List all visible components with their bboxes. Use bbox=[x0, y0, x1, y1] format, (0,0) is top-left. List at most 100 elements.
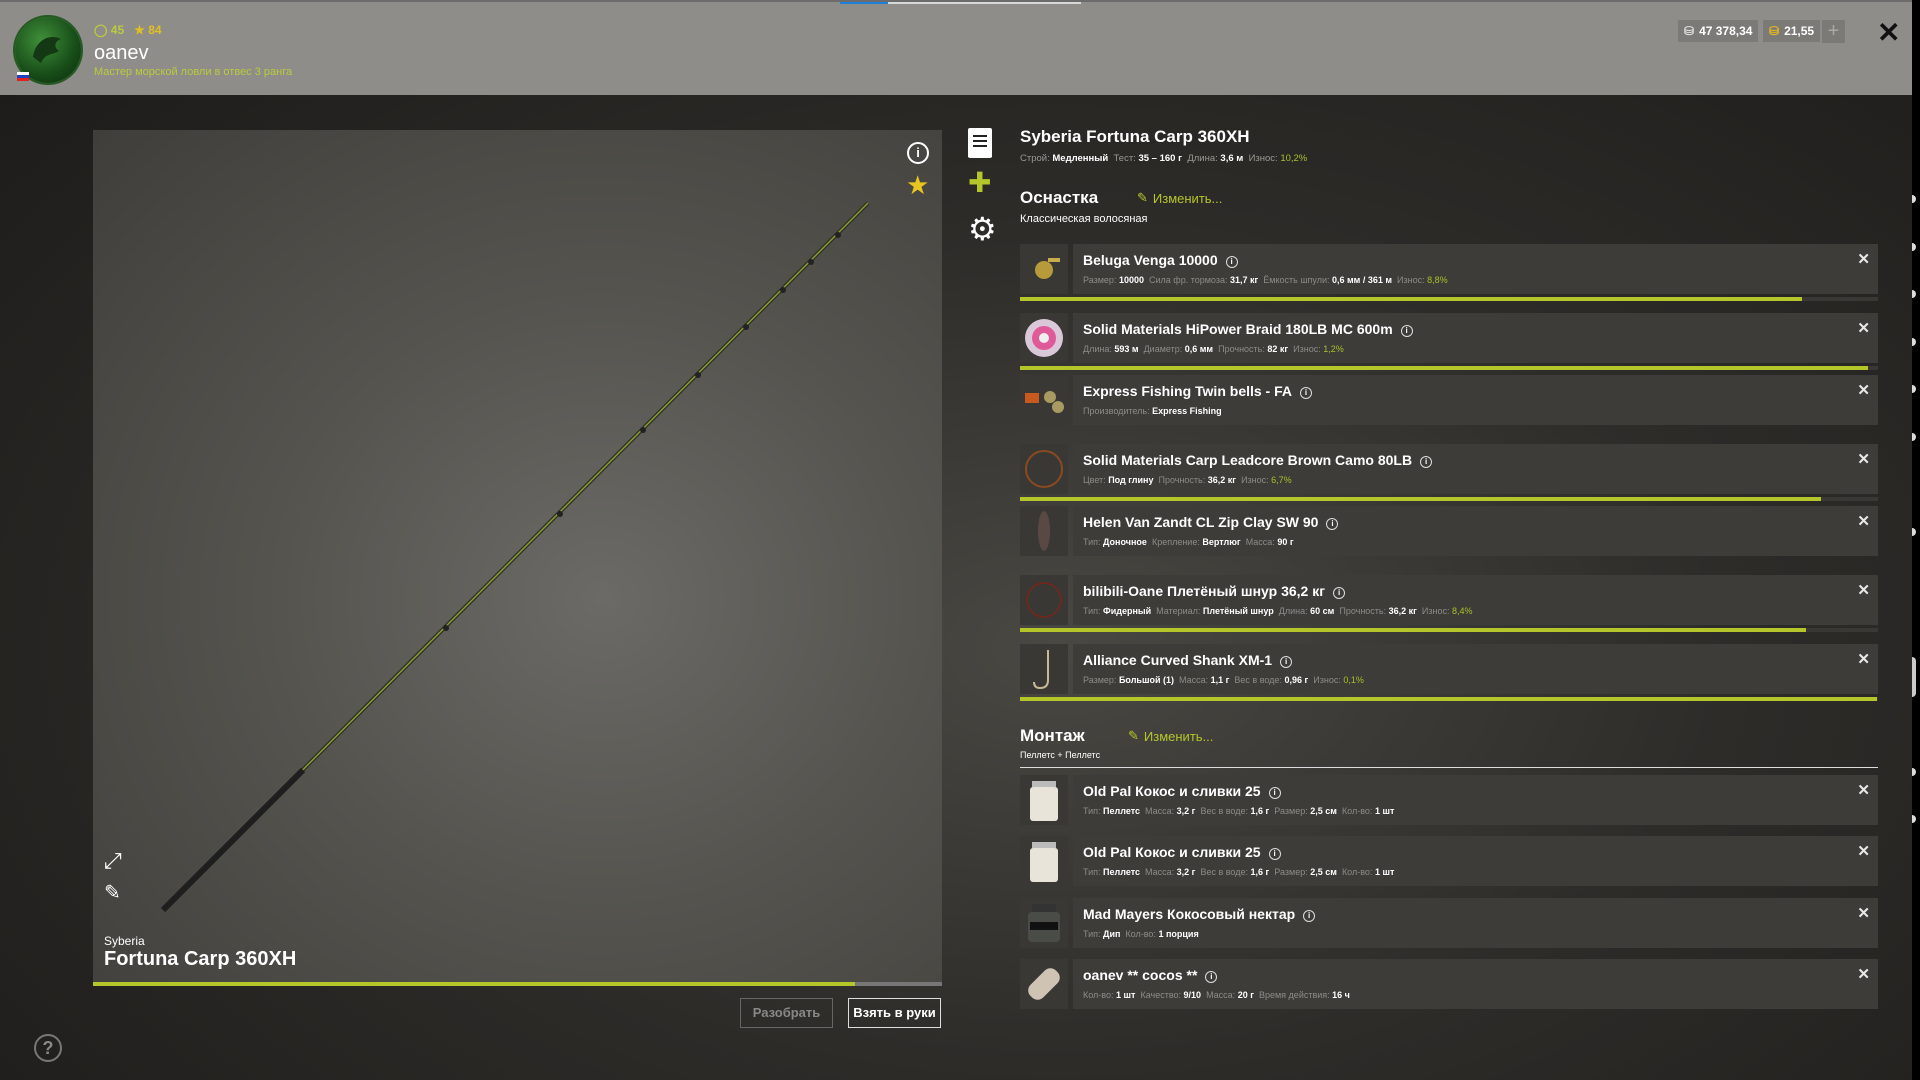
info-icon[interactable]: i bbox=[1225, 256, 1238, 268]
rod-preview[interactable]: i ★ ⤢ ✎ bbox=[93, 130, 942, 983]
info-icon[interactable]: i bbox=[1400, 325, 1413, 337]
prop-key: Сила фр. тормоза: bbox=[1149, 275, 1228, 285]
fullscreen-icon[interactable]: ⤢ bbox=[104, 848, 122, 873]
tab-indicator[interactable] bbox=[888, 2, 1081, 4]
item-card[interactable] bbox=[1073, 775, 1878, 825]
edge-marker[interactable] bbox=[1912, 528, 1916, 536]
add-gold-button[interactable]: + bbox=[1822, 20, 1845, 43]
help-button[interactable]: ? bbox=[34, 1034, 62, 1062]
prop-value: 0,6 мм bbox=[1184, 344, 1214, 354]
edge-marker[interactable] bbox=[1912, 433, 1916, 441]
disassemble-button[interactable]: Разобрать bbox=[740, 998, 833, 1028]
remove-item-button[interactable]: ✕ bbox=[1857, 582, 1870, 599]
item-card[interactable] bbox=[1073, 959, 1878, 1009]
prop-key: Время действия: bbox=[1258, 990, 1330, 1000]
feeder-groundbait-icon bbox=[1020, 959, 1068, 1009]
info-icon[interactable]: i bbox=[1268, 787, 1281, 799]
take-in-hand-button[interactable]: Взять в руки bbox=[848, 998, 941, 1028]
remove-item-button[interactable]: ✕ bbox=[1857, 966, 1870, 983]
item-card[interactable] bbox=[1073, 575, 1878, 625]
item-card[interactable] bbox=[1073, 375, 1878, 425]
tackle-edit-link[interactable]: ✎Изменить... bbox=[1137, 190, 1222, 206]
rig-edit-link[interactable]: ✎Изменить... bbox=[1128, 728, 1213, 744]
edge-marker[interactable] bbox=[1912, 815, 1916, 823]
edge-marker[interactable] bbox=[1912, 338, 1916, 346]
edge-marker[interactable] bbox=[1912, 385, 1916, 393]
item-card[interactable] bbox=[1073, 898, 1878, 948]
info-icon[interactable]: i bbox=[1420, 456, 1433, 468]
prop-key: Тип: bbox=[1083, 537, 1101, 547]
item-card[interactable] bbox=[1073, 506, 1878, 556]
item-card[interactable] bbox=[1073, 444, 1878, 494]
prop-value: Под глину bbox=[1108, 475, 1154, 485]
edge-marker[interactable] bbox=[1912, 243, 1916, 251]
remove-item-button[interactable]: ✕ bbox=[1857, 843, 1870, 860]
prop-value: 2,5 см bbox=[1310, 867, 1337, 877]
prop-key: Длина: bbox=[1083, 344, 1112, 354]
remove-item-button[interactable]: ✕ bbox=[1857, 905, 1870, 922]
settings-gear-icon[interactable]: ⚙ bbox=[968, 211, 997, 247]
list-item[interactable]: oanev ** cocos **i Кол-во: 1 шт Качество… bbox=[1020, 959, 1878, 1009]
remove-item-button[interactable]: ✕ bbox=[1857, 382, 1870, 399]
item-name: oanev ** cocos ** i bbox=[1083, 967, 1218, 983]
edge-marker[interactable] bbox=[1912, 768, 1916, 776]
prop-key: Длина: bbox=[1187, 153, 1218, 164]
info-icon[interactable]: i bbox=[1268, 848, 1281, 860]
scrollbar-thumb[interactable] bbox=[1912, 657, 1916, 697]
tackle-subtitle: Классическая волосяная bbox=[1020, 213, 1148, 225]
info-icon[interactable]: i bbox=[1280, 656, 1293, 668]
item-card[interactable] bbox=[1073, 244, 1878, 294]
info-icon[interactable]: i bbox=[1326, 518, 1339, 530]
gold-coins-icon: ⛁ bbox=[1769, 24, 1780, 38]
remove-item-button[interactable]: ✕ bbox=[1857, 320, 1870, 337]
prop-key: Тип: bbox=[1083, 806, 1101, 816]
favorite-star-icon[interactable]: ★ bbox=[906, 170, 930, 200]
remove-item-button[interactable]: ✕ bbox=[1857, 251, 1870, 268]
info-icon[interactable]: i bbox=[1300, 387, 1313, 399]
edge-marker[interactable] bbox=[1912, 195, 1916, 203]
item-card[interactable] bbox=[1073, 644, 1878, 694]
info-icon[interactable]: i bbox=[1205, 971, 1218, 983]
tab-indicator-active[interactable] bbox=[840, 2, 888, 4]
paint-brush-icon[interactable]: ✎ bbox=[104, 882, 121, 904]
remove-item-button[interactable]: ✕ bbox=[1857, 513, 1870, 530]
list-item[interactable]: Solid Materials HiPower Braid 180LB MC 6… bbox=[1020, 313, 1878, 370]
gold-value: 21,55 bbox=[1784, 24, 1815, 38]
prop-value: Пеллетс bbox=[1103, 867, 1141, 877]
prop-key: Тип: bbox=[1083, 606, 1101, 616]
item-card[interactable] bbox=[1073, 313, 1878, 363]
prop-value: 1,6 г bbox=[1250, 867, 1270, 877]
item-name-text: Express Fishing Twin bells - FA bbox=[1083, 383, 1293, 399]
info-icon[interactable]: i bbox=[1303, 910, 1316, 922]
item-name-text: oanev ** cocos ** bbox=[1083, 967, 1198, 983]
tackle-puzzle-icon[interactable]: ✚ bbox=[968, 167, 992, 198]
info-icon[interactable]: i bbox=[907, 142, 929, 164]
remove-item-button[interactable]: ✕ bbox=[1857, 451, 1870, 468]
prop-value: 0,6 мм / 361 м bbox=[1332, 275, 1393, 285]
description-icon[interactable] bbox=[968, 128, 992, 158]
item-condition-bar bbox=[1020, 497, 1878, 501]
list-item[interactable]: Solid Materials Carp Leadcore Brown Camo… bbox=[1020, 444, 1878, 501]
edge-marker[interactable] bbox=[1912, 290, 1916, 298]
prop-key: Износ: bbox=[1241, 475, 1269, 485]
remove-item-button[interactable]: ✕ bbox=[1857, 782, 1870, 799]
prop-value: 2,5 см bbox=[1310, 806, 1337, 816]
close-button[interactable]: ✕ bbox=[1877, 17, 1901, 48]
info-icon[interactable]: i bbox=[1333, 587, 1346, 599]
prop-value: Express Fishing bbox=[1152, 406, 1222, 416]
prop-key: Вес в воде: bbox=[1200, 806, 1248, 816]
item-card[interactable] bbox=[1073, 836, 1878, 886]
line-spool-icon bbox=[1020, 313, 1068, 363]
remove-item-button[interactable]: ✕ bbox=[1857, 651, 1870, 668]
